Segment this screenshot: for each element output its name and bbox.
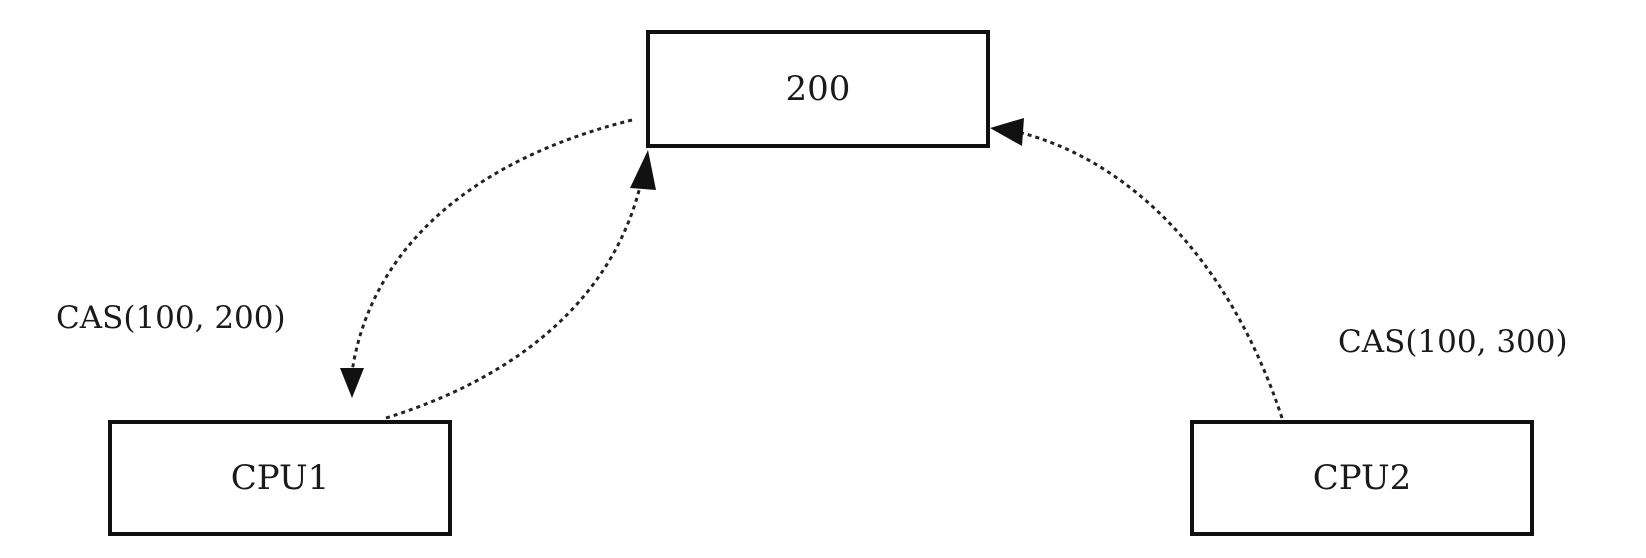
cpu1-write-arrow xyxy=(385,150,656,420)
memory-box xyxy=(646,30,990,148)
cpu1-box xyxy=(108,420,452,536)
cpu2-write-arrow xyxy=(990,118,1284,419)
cpu2-cas-label: CAS(100, 300) xyxy=(1338,324,1568,360)
cpu2-box xyxy=(1190,420,1534,536)
memory-value: 200 xyxy=(786,69,851,109)
cpu1-write-line xyxy=(385,177,644,420)
cpu2-write-line xyxy=(1017,130,1284,419)
cpu2-label: CPU2 xyxy=(1313,458,1412,498)
cpu1-cas-label: CAS(100, 200) xyxy=(56,300,286,336)
cpu2-node: CPU2 xyxy=(1190,420,1534,536)
memory-node: 200 xyxy=(646,30,990,148)
cpu1-read-arrow xyxy=(340,118,633,398)
arrowhead-up-icon xyxy=(630,150,656,190)
arrowhead-down-icon xyxy=(340,368,364,398)
cpu1-node: CPU1 xyxy=(108,420,452,536)
arrowhead-left-icon xyxy=(990,118,1024,146)
cpu1-label: CPU1 xyxy=(231,458,330,498)
cpu1-read-line xyxy=(350,118,633,373)
